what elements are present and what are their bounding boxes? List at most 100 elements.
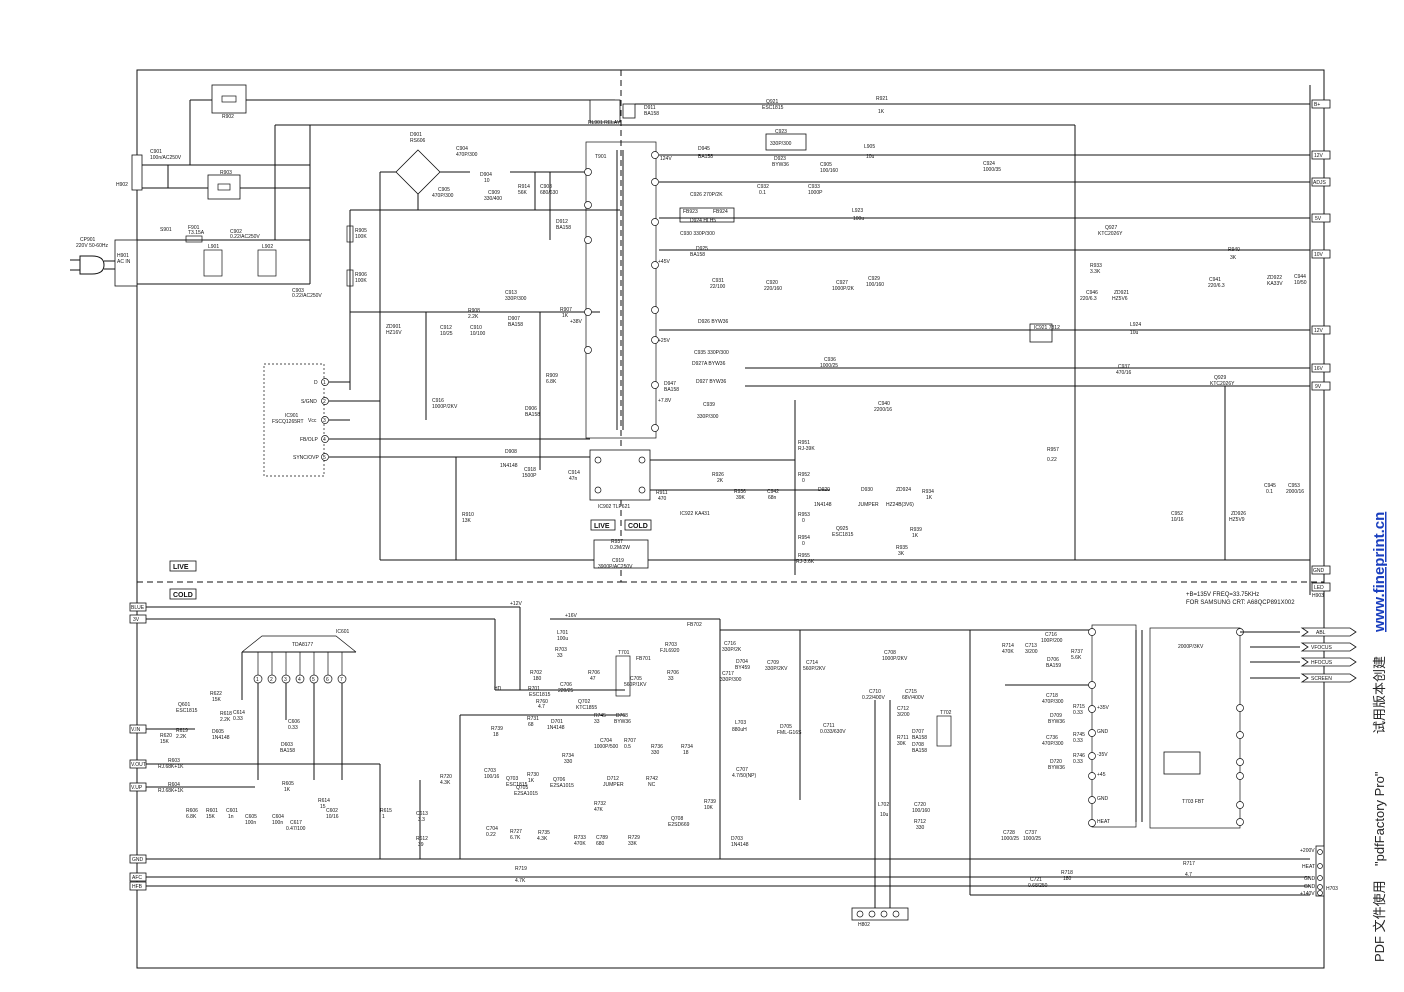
svg-text:ESC1815: ESC1815 — [176, 708, 198, 714]
svg-text:B+: B+ — [1314, 102, 1320, 108]
svg-text:L902: L902 — [262, 244, 273, 250]
svg-text:R615: R615 — [380, 808, 392, 814]
svg-text:FJL6920: FJL6920 — [660, 648, 680, 654]
svg-text:3: 3 — [284, 677, 287, 683]
svg-text:R706: R706 — [588, 670, 600, 676]
svg-text:2.2K: 2.2K — [176, 734, 187, 740]
output-abl: ABL — [1300, 627, 1357, 637]
power-connector-ref: CP901 — [80, 237, 96, 243]
svg-text:R619: R619 — [176, 728, 188, 734]
svg-text:KTC1855: KTC1855 — [576, 705, 597, 711]
svg-text:1000P/2KV: 1000P/2KV — [432, 404, 458, 410]
svg-text:C718: C718 — [1046, 693, 1058, 699]
svg-text:D930: D930 — [861, 487, 873, 493]
svg-text:C613: C613 — [416, 811, 428, 817]
svg-text:C908: C908 — [540, 184, 552, 190]
svg-text:39K: 39K — [736, 495, 746, 501]
svg-text:1: 1 — [323, 380, 326, 386]
svg-text:33: 33 — [668, 676, 674, 682]
svg-text:ESC1815: ESC1815 — [506, 782, 528, 788]
svg-text:R954: R954 — [798, 535, 810, 541]
svg-text:470P/300: 470P/300 — [1042, 741, 1064, 747]
svg-text:C909: C909 — [488, 190, 500, 196]
svg-text:RJ-39K: RJ-39K — [798, 446, 815, 452]
svg-text:BA158: BA158 — [690, 252, 705, 258]
svg-text:C713: C713 — [1025, 643, 1037, 649]
svg-text:RS606: RS606 — [410, 138, 426, 144]
connector-label-b-plus: B+ — [1311, 99, 1331, 109]
svg-text:470K: 470K — [1002, 649, 1014, 655]
diagram-frame — [136, 69, 1325, 969]
svg-text:330P/300: 330P/300 — [720, 677, 742, 683]
svg-text:D709: D709 — [1050, 713, 1062, 719]
svg-text:L905: L905 — [864, 144, 875, 150]
svg-text:T701: T701 — [618, 650, 630, 656]
svg-text:C604: C604 — [272, 814, 284, 820]
svg-text:GND: GND — [1097, 729, 1109, 735]
svg-text:D926 BYW36: D926 BYW36 — [698, 319, 729, 325]
svg-text:HZ5V9: HZ5V9 — [1229, 517, 1245, 523]
svg-text:TDA8177: TDA8177 — [292, 642, 313, 648]
svg-text:16V: 16V — [1314, 366, 1324, 372]
svg-text:R933: R933 — [1090, 263, 1102, 269]
output-hfocus: HFOCUS — [1300, 657, 1357, 667]
svg-text:FB701: FB701 — [636, 656, 651, 662]
connector-label-gnd-left: GND — [129, 854, 147, 864]
svg-text:47K: 47K — [594, 807, 604, 813]
connector-label-3v: 3V — [129, 614, 147, 624]
svg-text:HEAT: HEAT — [1097, 819, 1110, 825]
svg-text:BLUE: BLUE — [131, 605, 145, 611]
watermark-url[interactable]: www.fineprint.cn — [1371, 512, 1388, 633]
svg-text:R719: R719 — [515, 866, 527, 872]
svg-text:R952: R952 — [798, 472, 810, 478]
svg-text:R926: R926 — [712, 472, 724, 478]
svg-text:COLD: COLD — [173, 592, 193, 599]
svg-text:6.7K: 6.7K — [510, 835, 521, 841]
svg-text:R618: R618 — [220, 711, 232, 717]
svg-text:1000/25: 1000/25 — [1001, 836, 1019, 842]
svg-text:100/160: 100/160 — [820, 168, 838, 174]
svg-text:C945: C945 — [1264, 483, 1276, 489]
svg-text:+38V: +38V — [570, 319, 582, 325]
svg-text:10K: 10K — [704, 805, 714, 811]
svg-text:68: 68 — [528, 722, 534, 728]
svg-text:C721: C721 — [1030, 877, 1042, 883]
svg-text:1000/35: 1000/35 — [983, 167, 1001, 173]
svg-text:ZD924: ZD924 — [896, 487, 911, 493]
power-spec: 220V 50-60Hz — [76, 243, 108, 249]
left-connector: BLUE 3V V.IN V.OUT V.UP GND AFC HFB — [129, 602, 1310, 891]
svg-text:VFOCUS: VFOCUS — [1311, 645, 1333, 651]
svg-text:BA158: BA158 — [698, 154, 713, 160]
svg-text:Q925: Q925 — [836, 526, 848, 532]
svg-text:10/25: 10/25 — [440, 331, 453, 337]
svg-text:R706: R706 — [667, 670, 679, 676]
svg-text:R936: R936 — [734, 489, 746, 495]
svg-text:Q702: Q702 — [578, 699, 590, 705]
svg-text:4.7K: 4.7K — [515, 878, 526, 884]
svg-text:5.6K: 5.6K — [1071, 655, 1082, 661]
svg-text:10u: 10u — [880, 812, 889, 818]
svg-text:470K: 470K — [574, 841, 586, 847]
svg-text:FB923: FB923 — [683, 209, 698, 215]
svg-text:47: 47 — [590, 676, 596, 682]
svg-text:C912: C912 — [440, 325, 452, 331]
svg-text:C601: C601 — [226, 808, 238, 814]
svg-text:18: 18 — [683, 750, 689, 756]
svg-text:0.22: 0.22 — [1047, 457, 1057, 463]
svg-text:C946: C946 — [1086, 290, 1098, 296]
svg-text:9V: 9V — [1315, 384, 1322, 390]
svg-text:C927: C927 — [836, 280, 848, 286]
ac-in-plug: H901 — [117, 253, 129, 259]
svg-text:47n: 47n — [569, 476, 578, 482]
svg-text:RJ-3.6K: RJ-3.6K — [796, 559, 815, 565]
svg-text:R951: R951 — [798, 440, 810, 446]
svg-text:BA158: BA158 — [912, 748, 927, 754]
svg-text:10u: 10u — [1130, 330, 1139, 336]
svg-text:0.22: 0.22 — [486, 832, 496, 838]
svg-text:0: 0 — [802, 541, 805, 547]
svg-text:R601: R601 — [206, 808, 218, 814]
svg-text:560P/1KV: 560P/1KV — [624, 682, 647, 688]
power-input-section: CP901 220V 50-60Hz H901 AC IN H902 R902 … — [70, 84, 615, 299]
svg-text:15K: 15K — [212, 697, 222, 703]
